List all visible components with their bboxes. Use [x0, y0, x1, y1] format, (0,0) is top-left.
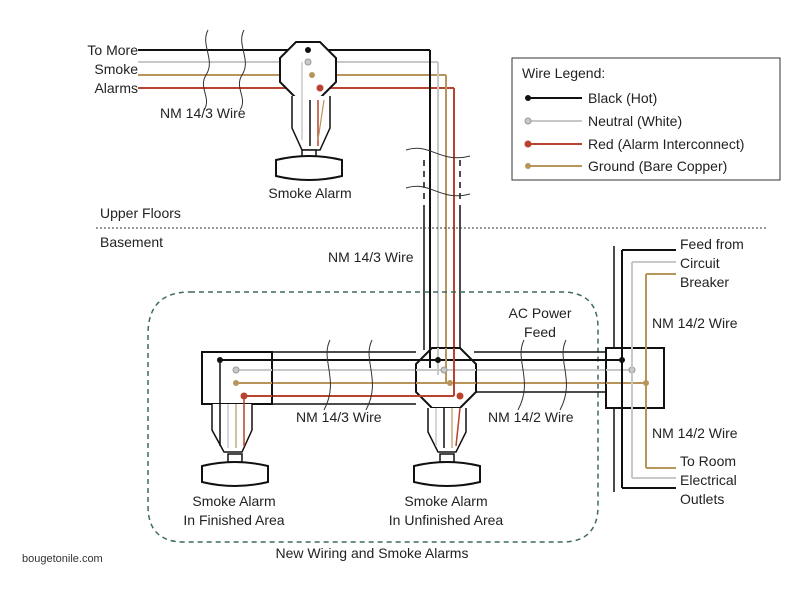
nm142-right-bottom-label: NM 14/2 Wire — [652, 425, 738, 441]
feed-label-line2: Circuit — [680, 255, 720, 271]
legend-item-label: Ground (Bare Copper) — [588, 158, 727, 174]
top-junction-box — [279, 41, 337, 99]
nm143-top-label: NM 14/3 Wire — [160, 105, 246, 121]
riser-cable — [421, 50, 463, 390]
ground-wire-nut — [309, 72, 315, 78]
finished-area-junction-box — [201, 351, 273, 405]
basement-label: Basement — [100, 234, 163, 250]
unfinished-area-junction-box — [415, 347, 477, 409]
red-wire-nut — [316, 84, 324, 92]
legend-item-black: Black (Hot) — [525, 90, 657, 106]
nm143-riser-label: NM 14/3 Wire — [328, 249, 414, 265]
legend-item-label: Red (Alarm Interconnect) — [588, 136, 744, 152]
top-feed-label-line2: Smoke — [94, 61, 138, 77]
smoke-alarm-top-icon — [275, 149, 343, 181]
smoke-alarm-unfinished-icon — [413, 453, 481, 487]
legend-title: Wire Legend: — [522, 65, 605, 81]
alarm-unfinished-label-line2: In Unfinished Area — [389, 512, 504, 528]
legend-item-label: Black (Hot) — [588, 90, 657, 106]
basement-break-marks — [323, 339, 567, 411]
black-wire-nut — [305, 47, 311, 53]
legend-item-red: Red (Alarm Interconnect) — [524, 136, 744, 152]
outlets-label-line2: Electrical — [680, 472, 737, 488]
top-feed-label-line3: Alarms — [94, 80, 138, 96]
unfinished-alarm-drop — [427, 407, 467, 453]
feed-label-line3: Breaker — [680, 274, 729, 290]
ac-power-label-line2: Feed — [524, 324, 556, 340]
feed-junction-box — [605, 347, 665, 409]
nm142-right-top-label: NM 14/2 Wire — [652, 315, 738, 331]
outlets-label-line3: Outlets — [680, 491, 724, 507]
top-feed-label-line1: To More — [87, 42, 138, 58]
alarm-finished-label-line2: In Finished Area — [183, 512, 284, 528]
alarm-unfinished-label-line1: Smoke Alarm — [404, 493, 487, 509]
wire-legend: Wire Legend: Black (Hot) Neutral (White)… — [511, 57, 781, 181]
new-wiring-region — [147, 291, 599, 543]
outlets-label-line1: To Room — [680, 453, 736, 469]
top-alarm-drop — [291, 62, 331, 151]
nm142-bottom-label: NM 14/2 Wire — [488, 409, 574, 425]
ac-power-label-line1: AC Power — [508, 305, 571, 321]
smoke-alarm-top-label: Smoke Alarm — [268, 185, 351, 201]
legend-item-label: Neutral (White) — [588, 113, 682, 129]
legend-item-ground: Ground (Bare Copper) — [525, 158, 727, 174]
alarm-finished-label-line1: Smoke Alarm — [192, 493, 275, 509]
smoke-alarm-finished-icon — [201, 453, 269, 487]
feed-vertical-wires — [613, 246, 676, 492]
neutral-wire-nut — [304, 58, 312, 66]
new-wiring-caption: New Wiring and Smoke Alarms — [276, 545, 469, 561]
feed-label-line1: Feed from — [680, 236, 744, 252]
legend-item-neutral: Neutral (White) — [524, 113, 682, 129]
finished-alarm-drop — [211, 360, 253, 453]
nm143-bottom-label: NM 14/3 Wire — [296, 409, 382, 425]
upper-floors-label: Upper Floors — [100, 205, 181, 221]
source-credit: bougetonile.com — [22, 553, 103, 565]
riser-break-marks — [405, 147, 471, 197]
top-wire-break-marks — [202, 29, 246, 111]
